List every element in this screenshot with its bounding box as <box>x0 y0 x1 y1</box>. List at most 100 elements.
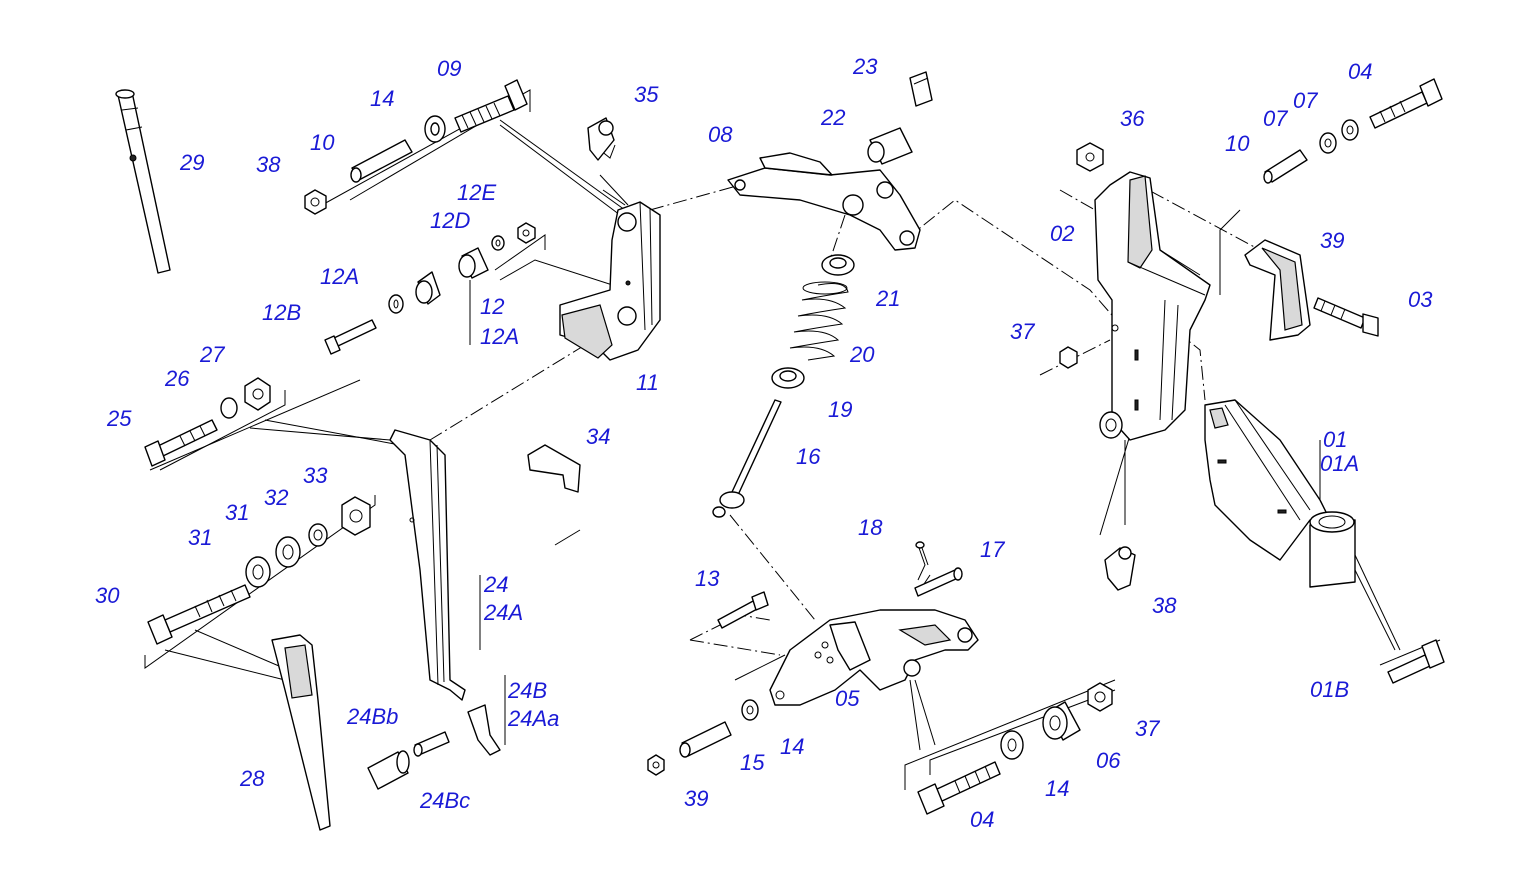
part-14-washer-mid <box>741 699 759 721</box>
part-08-arm <box>727 152 921 251</box>
part-24B-clip <box>467 704 501 756</box>
part-24Bc-sleeve <box>367 750 410 790</box>
callout-39-bottom: 39 <box>684 786 708 811</box>
callout-24A: 24A <box>483 600 523 625</box>
part-05-arm <box>769 609 979 706</box>
callout-19: 19 <box>828 397 852 422</box>
part-32-washer <box>308 523 328 547</box>
part-37-nut-bottom <box>1087 682 1113 712</box>
part-14-washer-bottom <box>1000 730 1024 760</box>
part-12D-washer <box>491 235 505 251</box>
part-10-spacer-left <box>350 139 413 183</box>
callout-13: 13 <box>695 566 720 591</box>
callout-14-mid: 14 <box>780 734 804 759</box>
callout-36: 36 <box>1120 106 1145 131</box>
callout-14-bottom: 14 <box>1045 776 1069 801</box>
part-35-grease-fitting <box>587 117 615 161</box>
part-16-rod <box>712 399 782 518</box>
part-12E-nut <box>517 222 536 244</box>
part-14-washer-top <box>424 115 446 143</box>
callout-24B: 24B <box>507 678 547 703</box>
part-01A-sleeve <box>1309 511 1356 588</box>
callout-12A-a: 12A <box>320 264 359 289</box>
callout-24: 24 <box>483 572 508 597</box>
callout-02: 02 <box>1050 221 1074 246</box>
callout-16: 16 <box>796 444 821 469</box>
callout-24Bb: 24Bb <box>346 704 398 729</box>
part-10-spacer-right <box>1263 149 1308 184</box>
callout-25: 25 <box>106 406 132 431</box>
part-19-cup <box>771 367 805 389</box>
callout-12D: 12D <box>430 208 470 233</box>
callout-07-b: 07 <box>1263 106 1288 131</box>
part-03-bolt <box>1313 297 1379 337</box>
callout-21: 21 <box>875 286 900 311</box>
callout-18: 18 <box>858 515 883 540</box>
part-29-handle <box>115 89 171 274</box>
callout-27: 27 <box>199 342 225 367</box>
part-38-nut-left <box>304 189 327 215</box>
callout-14: 14 <box>370 86 394 111</box>
callout-37-bottom: 37 <box>1135 716 1160 741</box>
part-21-cup <box>821 254 855 276</box>
part-04-bolt-bottom <box>917 761 1001 815</box>
callout-labels: 29 09 14 10 38 35 12E 12D 12A 12B 12 12A… <box>95 54 1433 832</box>
part-33-nut <box>341 496 371 536</box>
part-25-bolt <box>144 419 218 467</box>
part-09-bolt <box>454 79 528 133</box>
callout-01: 01 <box>1323 427 1347 452</box>
part-06-bushing <box>1042 701 1081 741</box>
callout-39-right: 39 <box>1320 228 1344 253</box>
callout-30: 30 <box>95 583 120 608</box>
callout-11: 11 <box>636 370 659 395</box>
callout-04-top: 04 <box>1348 59 1372 84</box>
part-36-nut <box>1076 142 1104 172</box>
callout-12: 12 <box>480 294 504 319</box>
callout-12E: 12E <box>457 180 496 205</box>
callout-31-b: 31 <box>188 525 212 550</box>
part-39-nut-bottom <box>647 754 665 776</box>
part-11-bracket <box>559 201 661 361</box>
callout-26: 26 <box>164 366 190 391</box>
part-02-frame <box>1094 171 1211 441</box>
callout-28: 28 <box>239 766 265 791</box>
part-04-bolt-top <box>1369 78 1443 129</box>
part-07-washer-a <box>1319 132 1337 154</box>
callout-17: 17 <box>980 537 1005 562</box>
callout-08: 08 <box>708 122 733 147</box>
callout-01B: 01B <box>1310 677 1349 702</box>
callout-12A-b: 12A <box>480 324 519 349</box>
callout-31-a: 31 <box>225 500 249 525</box>
part-38-grease-fitting-right <box>1104 546 1136 591</box>
part-37-nut-right <box>1059 346 1078 369</box>
part-13-bolt <box>717 591 769 629</box>
callout-38: 38 <box>256 152 281 177</box>
part-01-arm <box>1204 399 1331 561</box>
callout-35: 35 <box>634 82 659 107</box>
callout-29: 29 <box>179 150 204 175</box>
callout-32: 32 <box>264 485 288 510</box>
callout-10: 10 <box>310 130 335 155</box>
callout-10-right: 10 <box>1225 131 1250 156</box>
callout-20: 20 <box>849 342 875 367</box>
callout-15: 15 <box>740 750 765 775</box>
part-12-bushing-b <box>415 271 441 305</box>
part-28-blade <box>271 634 331 831</box>
part-24Bb-pin <box>413 731 450 757</box>
callout-33: 33 <box>303 463 328 488</box>
callout-24Aa: 24Aa <box>507 706 559 731</box>
part-24-lever <box>389 429 466 701</box>
part-12B-bolt <box>324 319 377 355</box>
callout-04-bottom: 04 <box>970 807 994 832</box>
part-15-spacer <box>679 721 732 758</box>
callout-37-right: 37 <box>1010 319 1035 344</box>
part-31-washer-a <box>245 556 271 588</box>
part-12-bushing-a <box>458 247 489 279</box>
callout-01A: 01A <box>1320 451 1359 476</box>
part-12A-washer <box>388 294 404 314</box>
callout-24Bc: 24Bc <box>419 788 470 813</box>
callout-07-a: 07 <box>1293 88 1318 113</box>
part-22-block <box>867 127 913 165</box>
callout-34: 34 <box>586 424 610 449</box>
